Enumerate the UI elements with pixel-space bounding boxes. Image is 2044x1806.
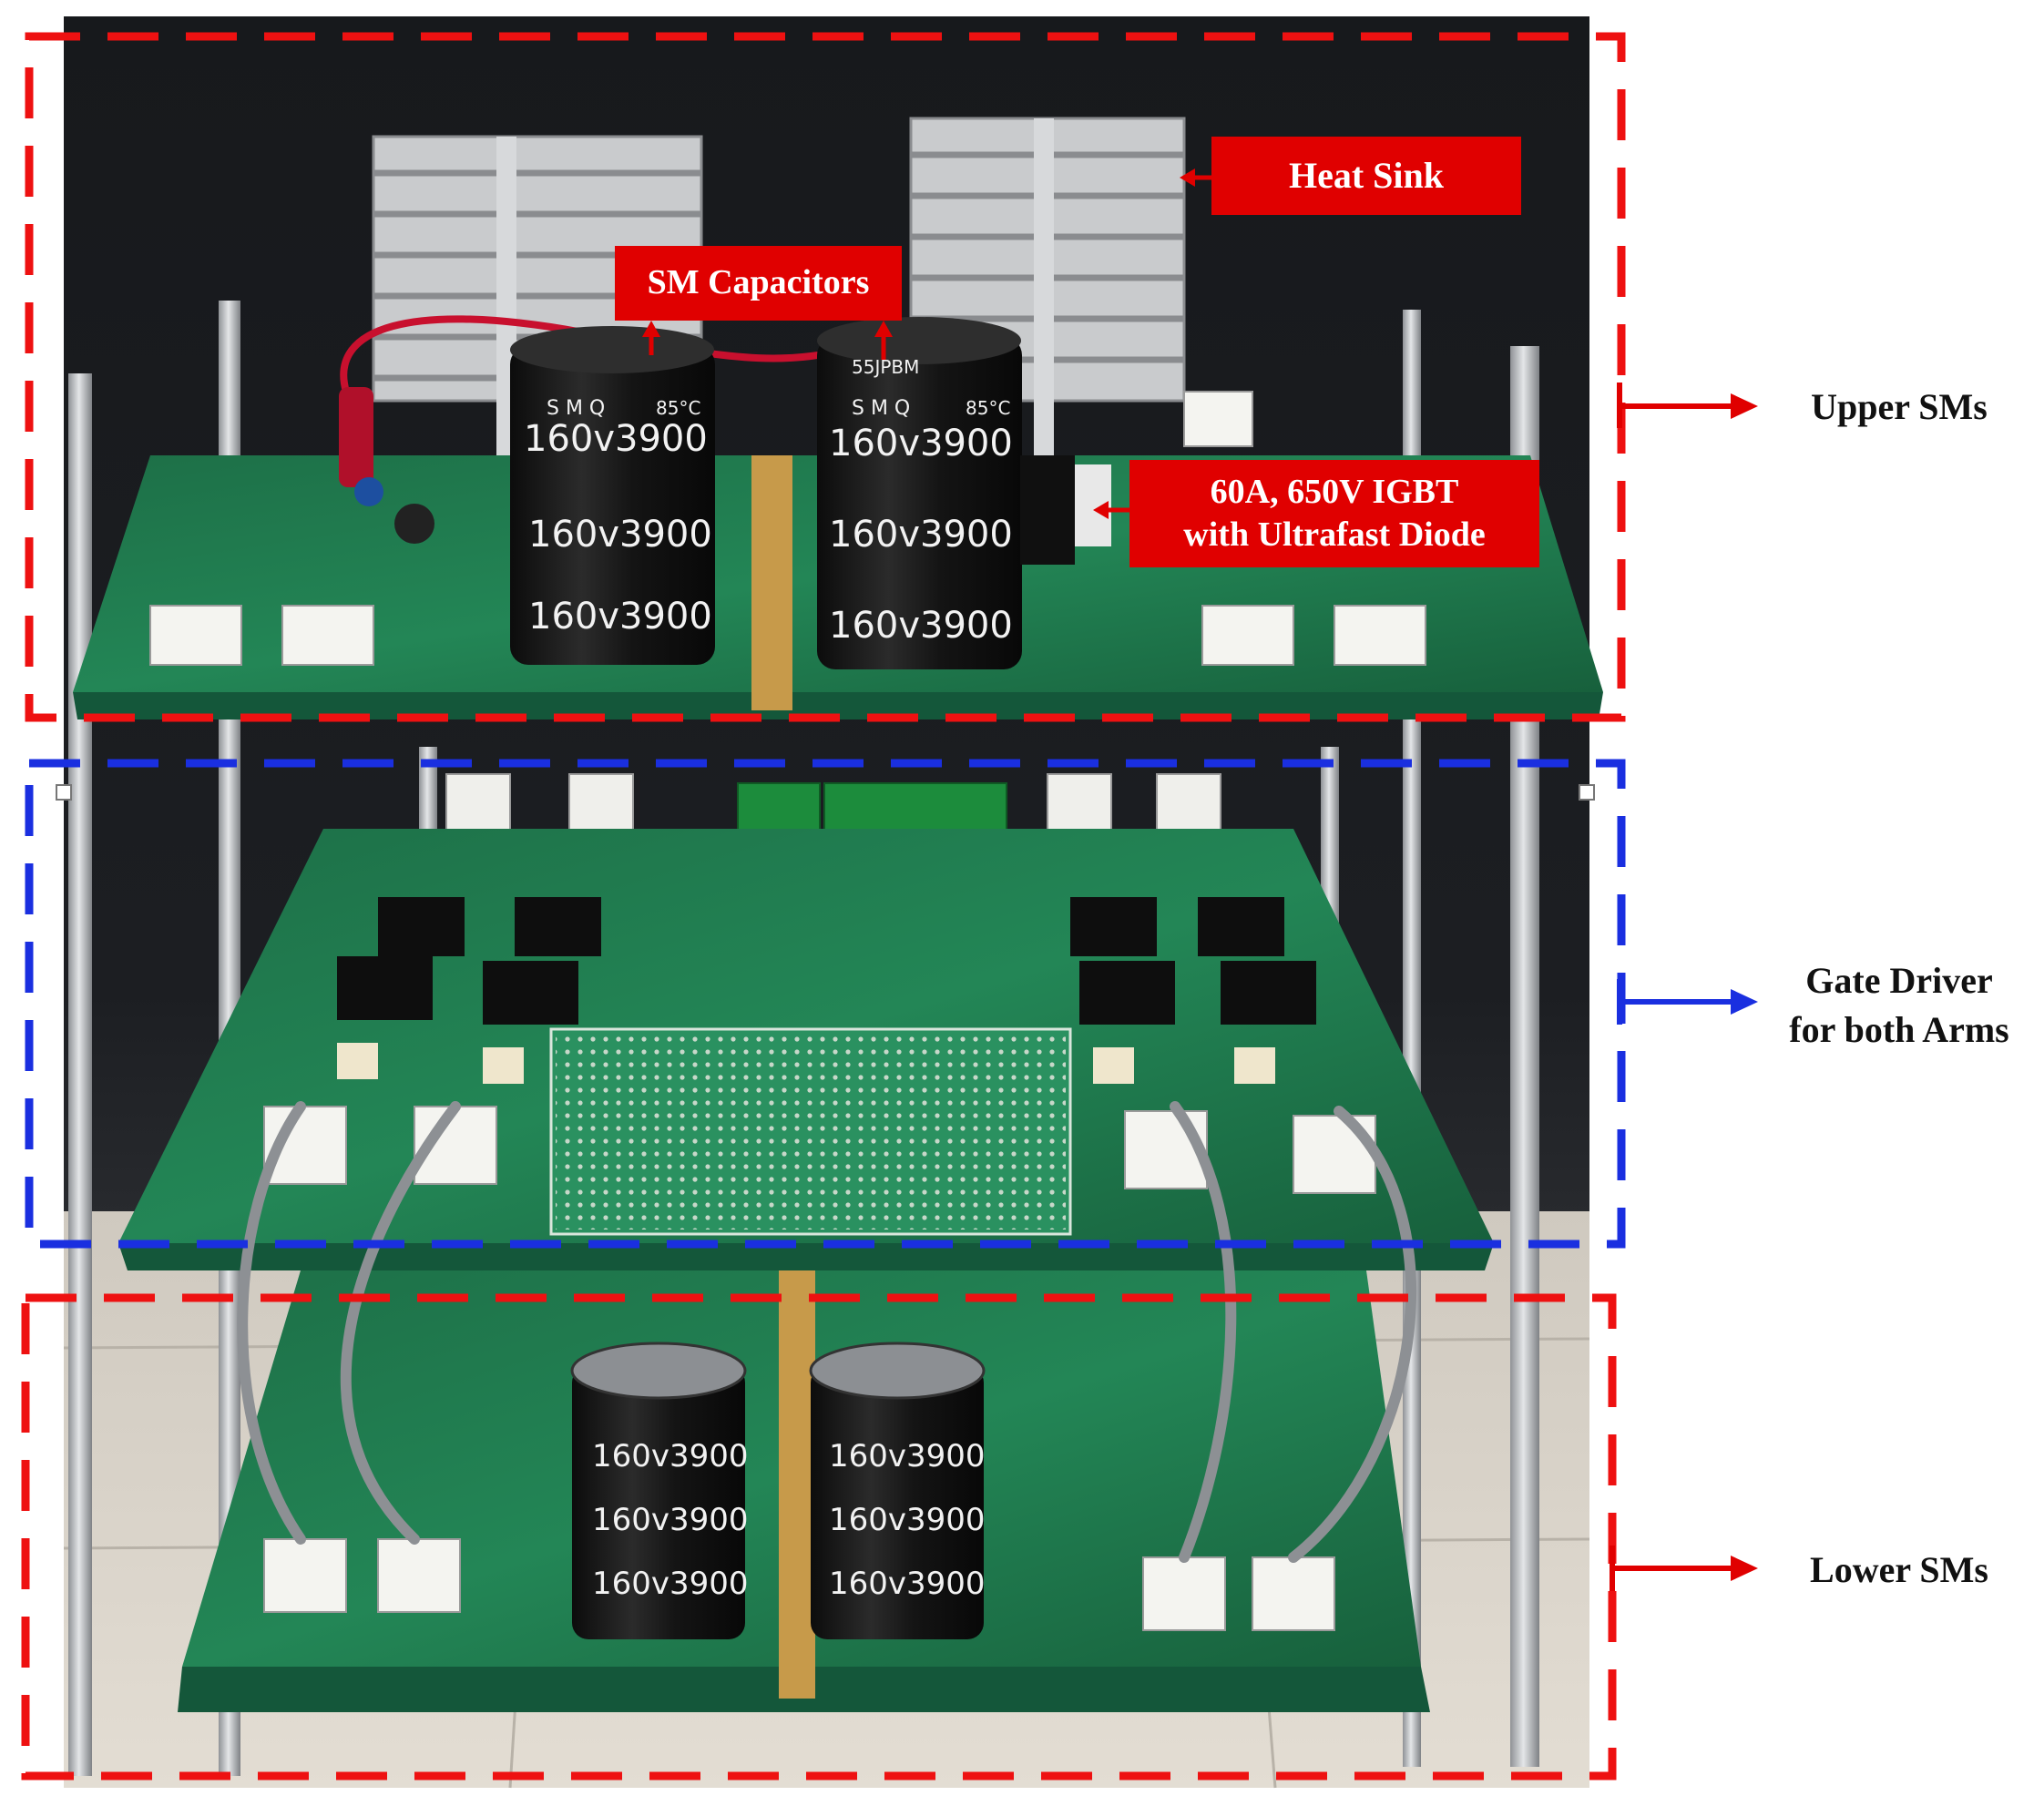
lower-cap1-rating-2: 160v3900 <box>592 1502 749 1538</box>
lower-cap2-rating-1: 160v3900 <box>829 1438 986 1474</box>
upper-cap2-rating-3: 160v3900 <box>829 605 1013 647</box>
upper-cap1-brand: S M Q <box>547 397 605 420</box>
heat-sink-callout: Heat Sink <box>1211 137 1521 215</box>
upper-cap2-rating-2: 160v3900 <box>829 514 1013 556</box>
heat-sink-label: Heat Sink <box>1288 155 1445 196</box>
igbt-label-line2: with Ultrafast Diode <box>1183 515 1486 554</box>
gate-driver-label-line2: for both Arms <box>1789 1009 2009 1050</box>
igbt-callout: 60A, 650V IGBT with Ultrafast Diode <box>1129 460 1539 567</box>
sm-capacitors-label: SM Capacitors <box>647 263 870 302</box>
section-arrows <box>1610 383 1758 1591</box>
upper-cap2-brand: S M Q <box>852 397 910 420</box>
lower-cap1-rating-3: 160v3900 <box>592 1566 749 1602</box>
gate-driver-board <box>118 773 1494 1563</box>
upper-cap1-temp: 85°C <box>656 397 700 419</box>
lower-cap2-rating-2: 160v3900 <box>829 1502 986 1538</box>
upper-sms-box <box>25 32 1626 722</box>
upper-cap2-rating-1: 160v3900 <box>829 423 1013 464</box>
upper-sms-label: Upper SMs <box>1811 386 1988 427</box>
gate-driver-label-line1: Gate Driver <box>1805 960 1993 1001</box>
lower-board: 160v3900 160v3900 160v3900 160v3900 160v… <box>178 1264 1430 1712</box>
lower-cap1-rating-1: 160v3900 <box>592 1438 749 1474</box>
upper-cap1-rating-2: 160v3900 <box>528 514 712 556</box>
sm-capacitors-callout: SM Capacitors <box>615 246 902 321</box>
lower-sms-label: Lower SMs <box>1810 1549 1988 1590</box>
gate-driver-label: Gate Driver for both Arms <box>1758 956 2040 1055</box>
lower-cap2-rating-3: 160v3900 <box>829 1566 986 1602</box>
upper-cap1-rating-1: 160v3900 <box>524 418 708 460</box>
upper-capacitors <box>510 317 1022 669</box>
upper-cap1-rating-3: 160v3900 <box>528 596 712 638</box>
upper-cap2-temp: 85°C <box>966 397 1010 419</box>
callout-arrows <box>642 168 1211 519</box>
igbt-label-line1: 60A, 650V IGBT <box>1210 472 1459 511</box>
lower-sms-box <box>21 1293 1617 1780</box>
upper-board: S M Q 85°C 160v3900 160v3900 160v3900 55… <box>73 117 1603 719</box>
